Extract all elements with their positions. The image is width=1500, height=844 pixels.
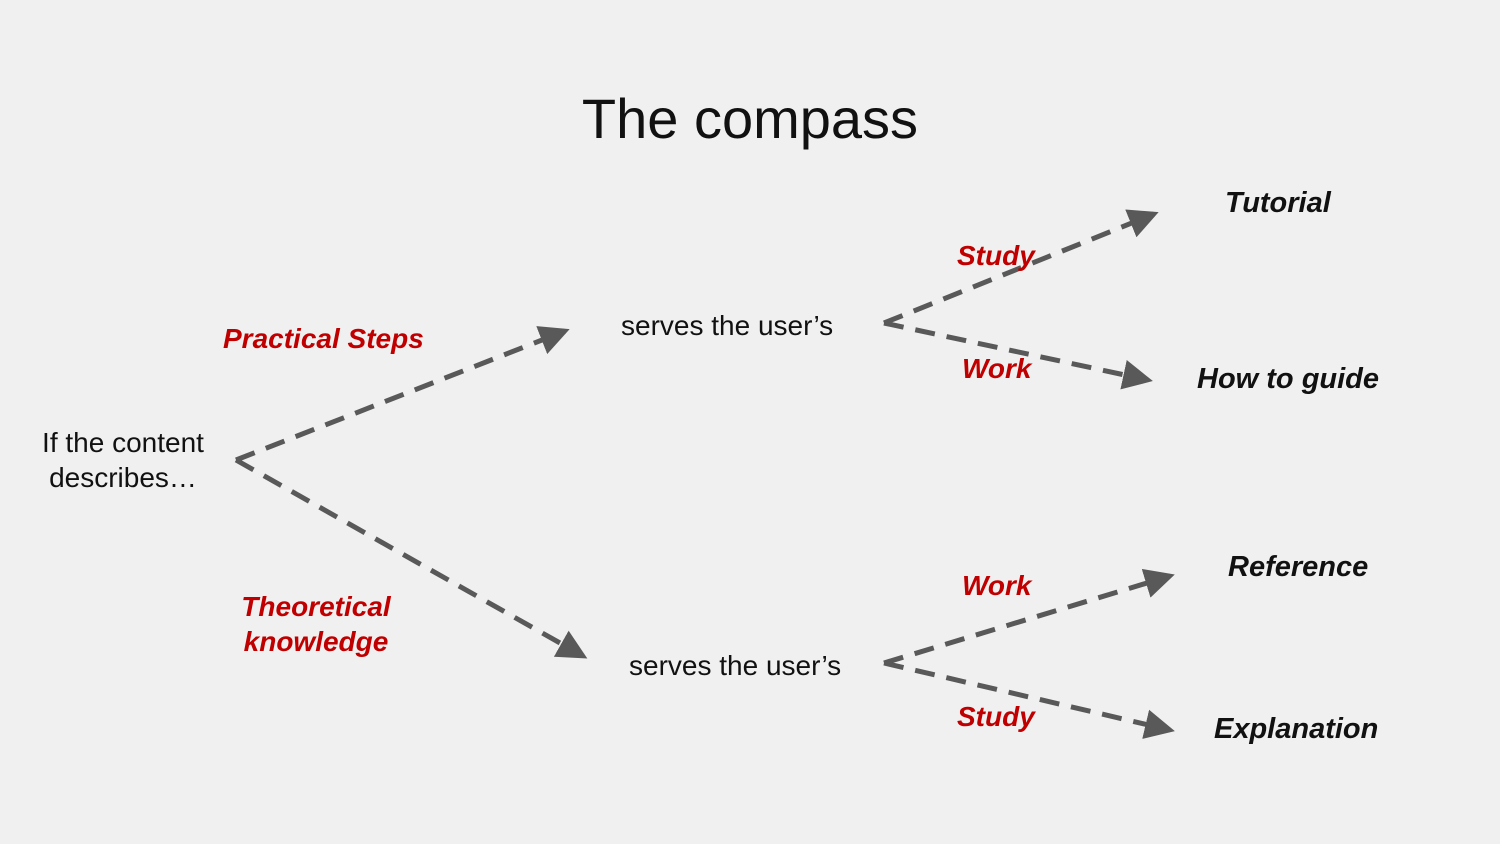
arrow-to-reference xyxy=(883,568,1175,666)
outcome-explanation: Explanation xyxy=(1214,713,1379,745)
arrow-to-explanation xyxy=(883,660,1175,739)
branch-label-practical: Practical Steps xyxy=(223,323,424,354)
arrow-to-tutorial xyxy=(883,209,1159,326)
branch-label-theoretical: Theoretical knowledge xyxy=(214,589,418,659)
outcome-tutorial: Tutorial xyxy=(1225,187,1331,219)
outcome-reference: Reference xyxy=(1228,551,1369,583)
theoretical-line-2: knowledge xyxy=(243,626,389,657)
start-text: If the content describes… xyxy=(28,425,218,495)
arrow-to-theoretical xyxy=(234,457,588,659)
need-label-lower-work: Work xyxy=(962,570,1032,601)
arrow-to-how-to xyxy=(883,320,1153,390)
middle-text-lower: serves the user’s xyxy=(629,650,842,681)
outcome-how-to-guide: How to guide xyxy=(1197,363,1380,395)
arrow-to-practical xyxy=(235,326,570,463)
middle-text-upper: serves the user’s xyxy=(621,310,834,341)
page-title: The compass xyxy=(581,87,919,150)
start-line-2: describes… xyxy=(49,462,197,493)
need-label-upper-study: Study xyxy=(957,240,1035,271)
need-label-lower-study: Study xyxy=(957,701,1035,732)
need-label-upper-work: Work xyxy=(962,353,1032,384)
start-line-1: If the content xyxy=(42,427,204,458)
theoretical-line-1: Theoretical xyxy=(241,591,391,622)
